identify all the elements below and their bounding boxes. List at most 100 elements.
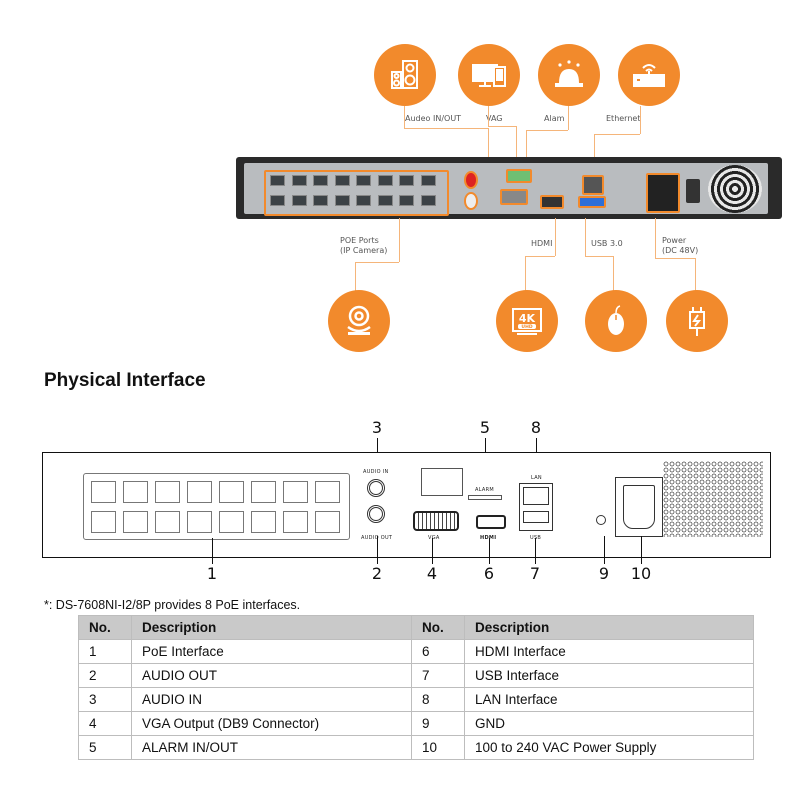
rj45-port xyxy=(283,481,308,503)
connector-line xyxy=(568,106,569,130)
rj45-port xyxy=(270,175,285,186)
gnd-screw xyxy=(596,515,606,525)
lan-label: LAN xyxy=(531,475,542,481)
callout-number: 10 xyxy=(630,564,652,583)
fan-grille xyxy=(708,165,762,213)
audio-out-label: AUDIO OUT xyxy=(361,535,393,541)
lan-usb-block xyxy=(519,483,553,531)
rj45-port xyxy=(91,481,116,503)
callout-line xyxy=(604,536,605,564)
cell-no: 8 xyxy=(411,687,465,712)
rj45-port xyxy=(356,195,371,206)
cell-description: PoE Interface xyxy=(131,639,412,664)
label-line: POE Ports xyxy=(340,236,379,245)
rj45-port xyxy=(399,195,414,206)
usb-callout-icon xyxy=(585,290,647,352)
monitor-icon xyxy=(472,64,506,87)
ip-camera-icon xyxy=(347,305,371,335)
power-switch xyxy=(686,179,700,203)
rj45-port xyxy=(291,175,307,186)
callout-label-hdmi: HDMI xyxy=(531,239,553,248)
rj45-port xyxy=(155,481,180,503)
table-header-row: No. Description No. Description xyxy=(78,615,754,640)
connector-line xyxy=(355,262,356,300)
power-callout-icon xyxy=(666,290,728,352)
callout-line xyxy=(377,536,378,564)
power-plug-icon xyxy=(689,307,705,336)
speakers-icon xyxy=(391,60,418,89)
rj45-port xyxy=(219,511,244,533)
callout-label-alarm: Alam xyxy=(544,114,565,123)
audio-in-jack xyxy=(464,171,478,189)
rj45-port xyxy=(187,511,212,533)
ethernet-callout-icon xyxy=(618,44,680,106)
hdmi-port xyxy=(540,195,564,209)
power-inlet-frame xyxy=(615,477,663,537)
cell-no: 9 xyxy=(411,711,465,736)
connector-line xyxy=(399,218,400,262)
hdmi-port xyxy=(476,515,506,529)
table-row: 5 ALARM IN/OUT 10 100 to 240 VAC Power S… xyxy=(78,735,754,760)
cell-description: HDMI Interface xyxy=(464,639,754,664)
nvr-rear-photo xyxy=(236,157,782,219)
power-inlet xyxy=(623,485,655,529)
rj45-port xyxy=(377,175,393,186)
rj45-port xyxy=(313,175,328,186)
audio-callout-icon xyxy=(374,44,436,106)
callout-number: 2 xyxy=(371,564,383,583)
uhd-text: UHD xyxy=(521,324,532,330)
callout-label-audio: Audeo IN/OUT xyxy=(405,114,462,123)
connector-line xyxy=(585,256,613,257)
audio-in-jack xyxy=(367,479,385,497)
rj45-port xyxy=(283,511,308,533)
callout-number: 9 xyxy=(598,564,610,583)
audio-in-label: AUDIO IN xyxy=(363,469,389,475)
cell-description: AUDIO IN xyxy=(131,687,412,712)
rj45-port xyxy=(315,481,340,503)
usb-port xyxy=(523,511,549,523)
connector-line xyxy=(525,256,526,292)
callout-label-vga: VAG xyxy=(486,114,503,123)
header-description: Description xyxy=(131,615,412,640)
alarm-callout-icon xyxy=(538,44,600,106)
vga-port xyxy=(500,189,528,205)
rj45-port xyxy=(315,511,340,533)
4k-text: 4K xyxy=(519,312,536,325)
rj45-port xyxy=(377,195,393,206)
callout-line xyxy=(535,538,536,564)
rj45-port xyxy=(399,175,414,186)
connector-line xyxy=(594,134,595,170)
connector-line xyxy=(594,134,640,135)
table-row: 4 VGA Output (DB9 Connector) 9 GND xyxy=(78,711,754,736)
cell-no: 7 xyxy=(411,663,465,688)
callout-line xyxy=(212,538,213,564)
connector-line xyxy=(640,106,641,134)
header-description: Description xyxy=(464,615,754,640)
callout-number: 1 xyxy=(206,564,218,583)
alarm-label-box xyxy=(468,495,502,500)
connector-line xyxy=(526,130,568,131)
poe-ports-highlight xyxy=(264,170,449,216)
cell-description: 100 to 240 VAC Power Supply xyxy=(464,735,754,760)
label-line: (DC 48V) xyxy=(662,246,699,255)
cell-description: USB Interface xyxy=(464,663,754,688)
model-note: *: DS-7608NI-I2/8P provides 8 PoE interf… xyxy=(44,598,301,612)
hdmi-callout-icon: 4K UHD xyxy=(496,290,558,352)
cell-description: ALARM IN/OUT xyxy=(131,735,412,760)
rj45-port xyxy=(291,195,307,206)
lan-port xyxy=(523,487,549,505)
cell-no: 1 xyxy=(78,639,132,664)
alarm-label: ALARM xyxy=(475,487,495,493)
audio-out-jack xyxy=(464,192,478,210)
vga-label: VGA xyxy=(428,535,440,541)
cell-description: VGA Output (DB9 Connector) xyxy=(131,711,412,736)
cell-no: 10 xyxy=(411,735,465,760)
label-line: Power xyxy=(662,236,687,245)
cell-description: GND xyxy=(464,711,754,736)
callout-label-power: Power (DC 48V) xyxy=(662,236,698,256)
rj45-port xyxy=(334,195,350,206)
connector-line xyxy=(525,256,555,257)
cell-no: 5 xyxy=(78,735,132,760)
router-icon xyxy=(633,64,665,87)
cell-no: 6 xyxy=(411,639,465,664)
